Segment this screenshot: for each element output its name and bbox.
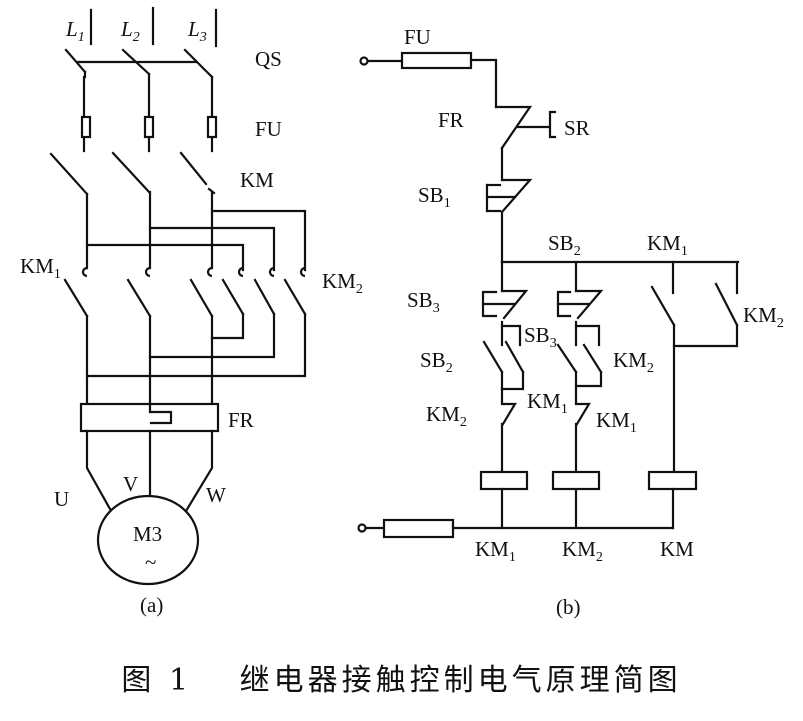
label-b-sb1: SB1 [418, 183, 451, 211]
motor-m3 [96, 494, 200, 586]
coil-km2 [551, 470, 601, 491]
label-fu: FU [255, 117, 282, 141]
caption-a: (a) [140, 593, 163, 617]
label-b-sb3-mid: SB3 [524, 323, 557, 351]
branch-km [647, 260, 739, 530]
control-fuse [400, 51, 473, 70]
label-b-coil-km: KM [660, 537, 694, 561]
coil-km [647, 470, 698, 491]
label-b-sb3-left: SB3 [407, 288, 440, 316]
label-b-km1-right: KM1 [596, 408, 637, 436]
terminal-bottom [357, 523, 367, 533]
label-v: V [123, 472, 138, 496]
label-b-sr: SR [564, 116, 590, 140]
label-km2: KM2 [322, 269, 363, 297]
label-u: U [54, 487, 69, 511]
label-l3: L3 [187, 17, 207, 45]
fu-fuses [80, 115, 218, 139]
label-b-km1-top: KM1 [647, 231, 688, 259]
label-w: W [206, 483, 226, 507]
label-motor-ac: ~ [145, 550, 156, 574]
fr-nc-contact [494, 105, 557, 182]
branch-km2 [551, 260, 604, 530]
label-b-fr: FR [438, 108, 464, 132]
label-b-fu: FU [404, 25, 431, 49]
label-b-coil-km2: KM2 [562, 537, 603, 565]
sb1-button [485, 178, 533, 264]
label-qs: QS [255, 47, 282, 71]
terminal-top [359, 56, 369, 66]
label-km: KM [240, 168, 274, 192]
label-l1: L1 [65, 17, 85, 45]
label-km1: KM1 [20, 254, 61, 282]
caption-b: (b) [556, 595, 581, 619]
label-b-km2-right: KM2 [743, 303, 784, 331]
control-circuit: FU FR SR SB1 SB2 KM1 SB3 SB3 KM2 SB2 KM2… [357, 25, 784, 619]
fr-thermal-relay [79, 402, 220, 433]
label-b-km2-left: KM2 [426, 402, 467, 430]
label-b-sb2-left: SB2 [420, 348, 453, 376]
branch-km1 [479, 260, 529, 530]
label-b-km2-mid: KM2 [613, 348, 654, 376]
bottom-resistor [382, 518, 455, 539]
label-b-coil-km1: KM1 [475, 537, 516, 565]
coil-km1 [479, 470, 529, 491]
label-l2: L2 [120, 17, 140, 45]
label-fr: FR [228, 408, 254, 432]
qs-switch [64, 48, 214, 79]
km-main-contacts [49, 151, 216, 196]
label-b-km1-mid: KM1 [527, 389, 568, 417]
label-motor: M3 [133, 522, 162, 546]
km1-km2-contacts [63, 266, 307, 318]
main-circuit: L1 L2 L3 QS FU KM KM1 KM2 FR U V W M3 ~ … [20, 6, 363, 617]
label-b-sb2-top: SB2 [548, 231, 581, 259]
figure-title: 图 1 继电器接触控制电气原理简图 [121, 663, 682, 698]
